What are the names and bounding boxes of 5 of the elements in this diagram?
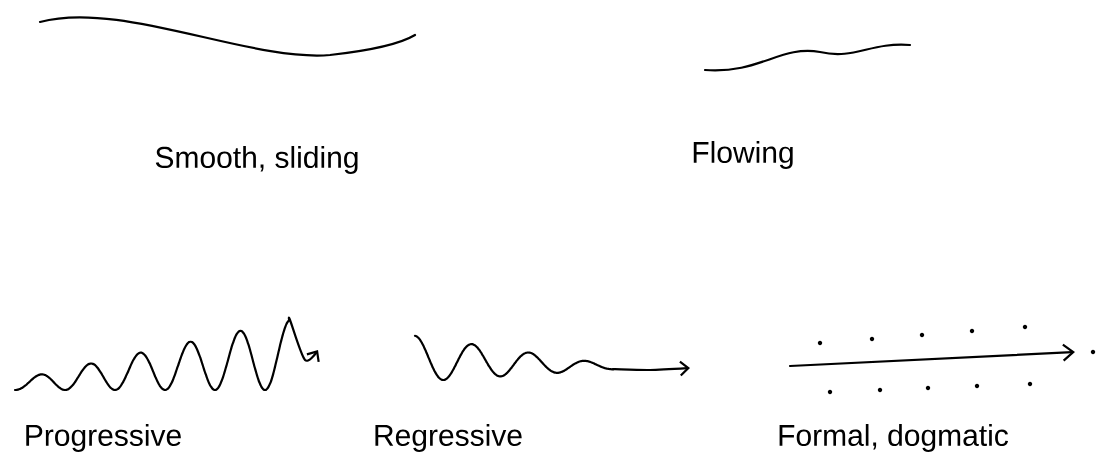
caption: Regressive	[375, 424, 522, 452]
caption: Progressive	[26, 424, 181, 452]
caption: Formal, dogmatic	[779, 424, 1009, 452]
caption: Smooth, sliding	[155, 146, 358, 174]
caption: Flowing	[693, 141, 793, 169]
